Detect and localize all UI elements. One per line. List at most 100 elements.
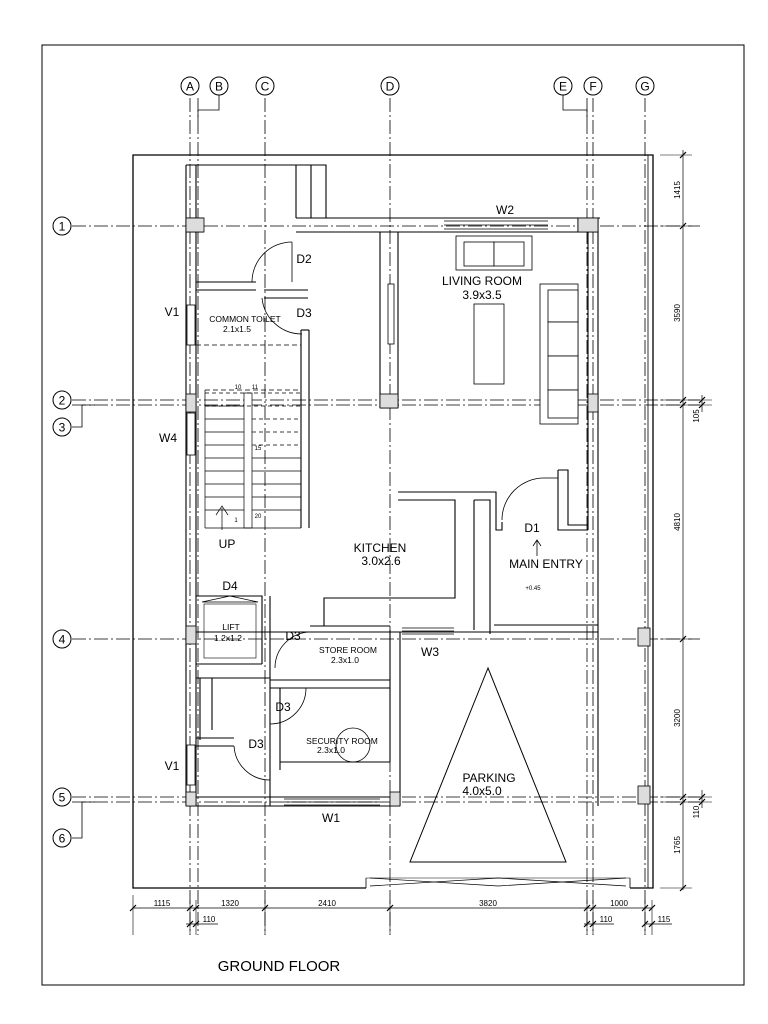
label-v1-top: V1 [165, 305, 180, 319]
kitchen-name: KITCHEN [354, 541, 407, 555]
lift-size: 1.2x1.2 [214, 633, 242, 643]
grid-bubble-4: 4 [52, 629, 72, 649]
window-w2 [444, 220, 548, 230]
label-w3: W3 [421, 645, 439, 659]
grid-leaders [72, 95, 588, 839]
label-d2: D2 [296, 252, 312, 266]
svg-text:110: 110 [600, 915, 613, 924]
main-entry-name: MAIN ENTRY [509, 557, 583, 571]
svg-text:115: 115 [658, 915, 671, 924]
windows [186, 220, 548, 806]
svg-text:3590: 3590 [673, 304, 682, 322]
coffee-table [473, 303, 505, 385]
svg-text:A: A [186, 80, 194, 94]
svg-text:3200: 3200 [673, 709, 682, 727]
svg-text:2: 2 [59, 394, 66, 408]
sofa-two-seater [455, 235, 533, 271]
door-d2-swing [251, 241, 293, 283]
window-v1-top [186, 304, 196, 346]
svg-text:1765: 1765 [673, 836, 682, 854]
toilet-dashed-lines [196, 344, 301, 391]
door-d3-toilet-swing [261, 297, 303, 335]
opening-labels: W2 V1 W4 D2 D3 D4 D3 W3 D3 D3 V1 W1 [159, 203, 514, 825]
parking-size: 4.0x5.0 [462, 784, 502, 798]
window-w3 [402, 627, 454, 635]
plot-boundary [132, 154, 654, 889]
grid-bubble-6: 6 [52, 828, 72, 848]
label-v1-bottom: V1 [165, 759, 180, 773]
svg-text:3820: 3820 [479, 899, 497, 908]
grid-bubbles-rows: 1 2 3 4 5 6 [52, 216, 72, 848]
svg-text:G: G [640, 80, 649, 94]
parking-triangle [409, 666, 567, 863]
living-wall-cabinet [387, 283, 395, 345]
toilet-name: COMMON TOILET [209, 314, 280, 324]
right-dimension-lines [660, 150, 712, 892]
svg-text:B: B [215, 80, 223, 94]
svg-text:F: F [589, 80, 596, 94]
sofa-three-seater [539, 283, 579, 425]
security-room-name: SECURITY ROOM [306, 736, 378, 746]
svg-text:1: 1 [59, 220, 66, 234]
label-w4: W4 [159, 431, 177, 445]
label-d3-security-top: D3 [275, 700, 291, 714]
door-d3-security-swing [269, 687, 307, 725]
door-d1-label: D1 [524, 521, 540, 535]
lift-name: LIFT [222, 622, 239, 632]
svg-text:D: D [386, 80, 395, 94]
entry-arrow [532, 539, 542, 556]
svg-text:3: 3 [59, 421, 66, 435]
main-entry-level: +0.45 [525, 586, 541, 592]
parking-name: PARKING [462, 771, 515, 785]
furniture [335, 235, 579, 763]
svg-text:4810: 4810 [673, 513, 682, 531]
grid-bubble-5: 5 [52, 787, 72, 807]
svg-text:6: 6 [59, 832, 66, 846]
svg-text:4: 4 [59, 633, 66, 647]
svg-text:11: 11 [252, 385, 259, 391]
window-w1 [284, 798, 380, 806]
grid-bubble-b: B [209, 76, 229, 96]
stair-up-label: UP [219, 537, 236, 551]
grid-bubble-a: A [180, 76, 200, 96]
lift-shaft [203, 603, 257, 659]
bottom-dimension-lines [129, 895, 672, 935]
security-room-size: 2.3x1.0 [317, 745, 345, 755]
svg-text:105: 105 [692, 409, 701, 423]
right-dimension-text: 1415 3590 105 4810 3200 110 1765 [673, 181, 701, 854]
label-d4: D4 [222, 579, 238, 593]
stair-labels: UP 1 10 11 15 20 [219, 385, 262, 551]
svg-text:5: 5 [59, 791, 66, 805]
door-d3-closet-swing [233, 745, 271, 781]
grid-bubble-d: D [380, 76, 400, 96]
stairs [204, 390, 301, 530]
toilet-size: 2.1x1.5 [223, 324, 251, 334]
grid-bubble-g: G [635, 76, 655, 96]
store-room-size: 2.3x1.0 [331, 655, 359, 665]
bottom-dimension-text: 1115 1320 2410 3820 1000 110 110 115 [154, 899, 671, 924]
grid-bubble-c: C [255, 76, 275, 96]
svg-text:E: E [559, 80, 567, 94]
grid-lines [72, 98, 700, 935]
structural-columns [185, 217, 651, 807]
svg-text:110: 110 [203, 915, 216, 924]
living-room-size: 3.9x3.5 [462, 288, 502, 302]
svg-text:20: 20 [255, 514, 262, 520]
svg-text:1415: 1415 [673, 181, 682, 199]
grid-bubble-e: E [553, 76, 573, 96]
building-walls [185, 164, 600, 807]
living-room-name: LIVING ROOM [442, 274, 522, 288]
parking-gate [369, 877, 627, 887]
doors [201, 241, 558, 781]
svg-text:2410: 2410 [318, 899, 336, 908]
window-w4 [186, 412, 196, 456]
svg-text:1320: 1320 [221, 899, 239, 908]
grid-bubbles-columns: A B C D E F G [180, 76, 655, 96]
svg-text:C: C [261, 80, 270, 94]
label-d3-security-left: D3 [248, 737, 264, 751]
svg-text:10: 10 [235, 385, 242, 391]
drawing-title: GROUND FLOOR [218, 958, 341, 975]
grid-bubble-2: 2 [52, 390, 72, 410]
label-d3-store: D3 [285, 629, 301, 643]
